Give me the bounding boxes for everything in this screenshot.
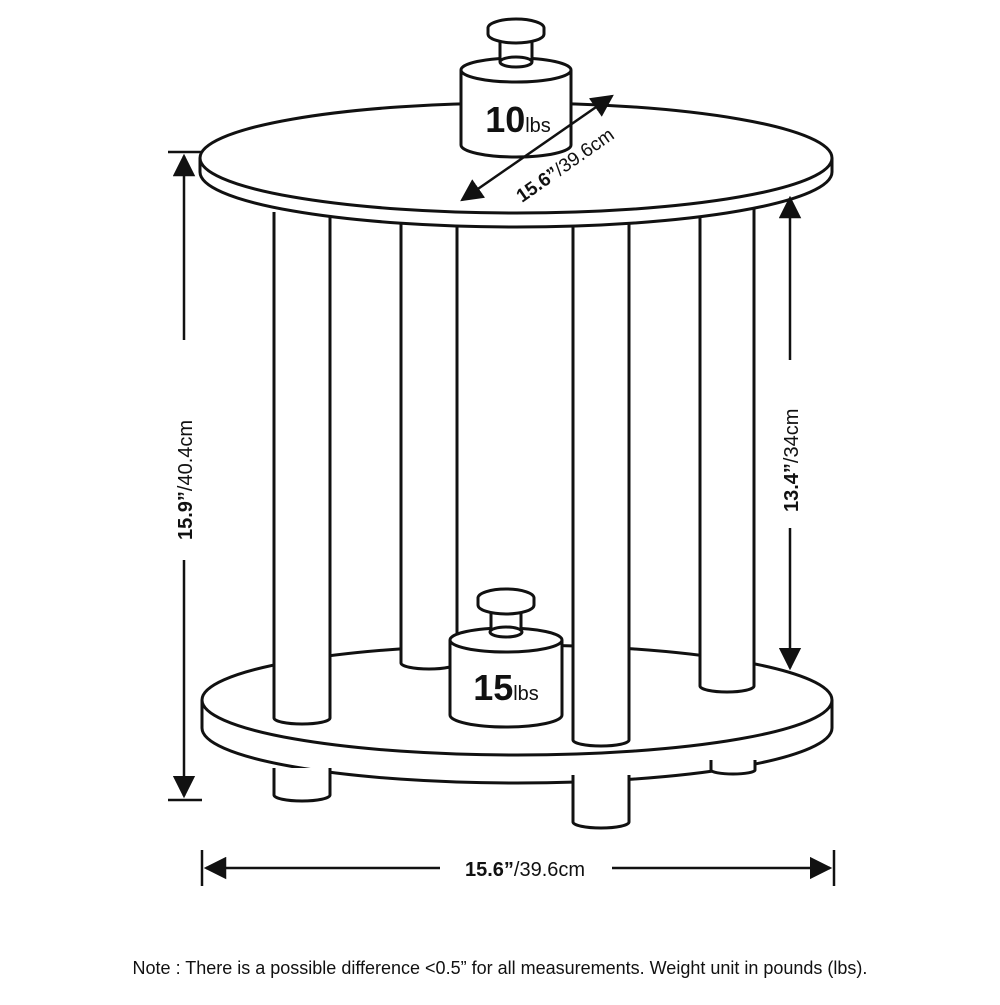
bottom-weight <box>448 587 564 729</box>
total-height-arrow <box>168 150 202 802</box>
base-width-arrow <box>200 850 836 886</box>
back-legs <box>399 206 756 694</box>
table-feet <box>272 760 757 830</box>
bottom-weight-label: 15lbs <box>473 667 539 708</box>
measurement-note: Note : There is a possible difference <0… <box>132 958 868 978</box>
top-diameter-arrow <box>460 94 614 202</box>
shelf-clearance-label: 13.4”/34cm <box>781 409 803 512</box>
total-height-label: 15.9”/40.4cm <box>175 420 197 540</box>
front-legs <box>272 212 631 748</box>
base-width-label: 15.6”/39.6cm <box>465 859 585 881</box>
